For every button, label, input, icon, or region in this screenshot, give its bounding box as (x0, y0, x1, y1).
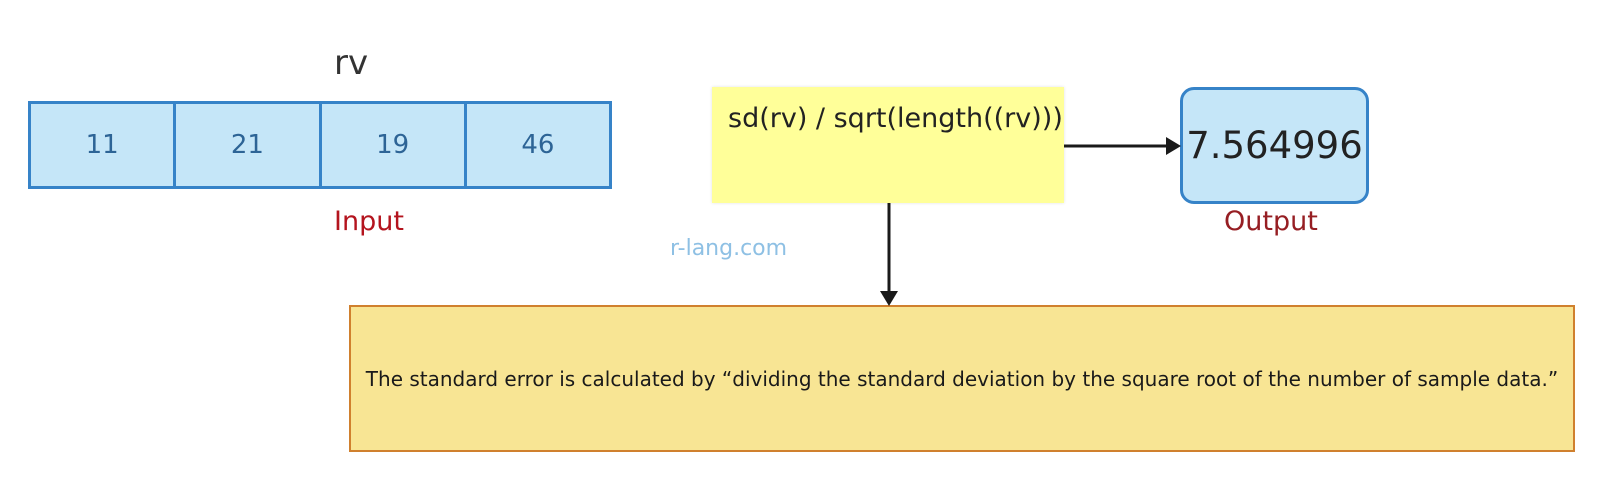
output-caption: Output (1224, 206, 1318, 237)
output-value: 7.564996 (1186, 124, 1363, 167)
vector-name-label: rv (334, 43, 369, 83)
vector-cell: 11 (31, 104, 177, 186)
input-vector: 11 21 19 46 (28, 101, 612, 189)
vector-cell: 46 (521, 130, 555, 160)
output-box: 7.564996 (1180, 87, 1369, 204)
arrow-formula-to-note (880, 203, 898, 306)
note-box: The standard error is calculated by “div… (349, 305, 1575, 452)
formula-box: sd(rv) / sqrt(length((rv))) (712, 87, 1064, 203)
arrow-formula-to-output (1064, 137, 1181, 155)
input-caption: Input (334, 206, 404, 237)
vector-cell: 19 (322, 104, 467, 186)
vector-cell: 21 (176, 104, 322, 186)
watermark-text: r-lang.com (670, 236, 788, 261)
note-text: The standard error is calculated by “div… (365, 366, 1559, 391)
formula-text: sd(rv) / sqrt(length((rv))) (728, 103, 1063, 134)
